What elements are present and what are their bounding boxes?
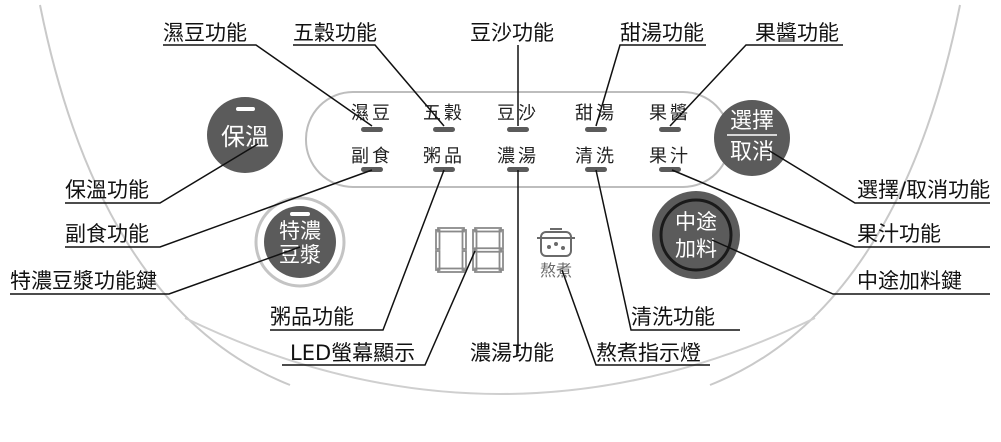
callout-side-dish: 副食功能	[65, 222, 149, 246]
callout-bean-paste: 豆沙功能	[470, 21, 554, 45]
mode-label: 果醬	[649, 103, 691, 124]
body-outline-right	[709, 4, 961, 386]
mode-indicator-light	[433, 127, 455, 132]
mode-indicator-light	[361, 167, 383, 172]
keep-warm-label: 保溫	[221, 123, 269, 151]
mode-label: 副食	[351, 146, 393, 167]
led-digit	[435, 227, 467, 273]
leader-side-dish	[65, 169, 373, 248]
led-segment	[474, 247, 502, 253]
leader-select-cancel	[767, 149, 990, 204]
mode-indicator-light	[507, 127, 529, 132]
mode-indicator-light	[585, 127, 607, 132]
callout-thick-soymilk: 特濃豆漿功能鍵	[10, 269, 157, 293]
led-segment	[474, 267, 502, 273]
leader-porridge	[270, 169, 445, 331]
callout-juice: 果汁功能	[857, 222, 941, 246]
callout-select-cancel: 選擇/取消功能	[857, 178, 990, 202]
leader-wet-bean	[163, 44, 373, 127]
callout-led: LED螢幕顯示	[290, 341, 415, 365]
callout-boil: 熬煮指示燈	[596, 341, 701, 365]
callout-labels: 濕豆功能 五穀功能 豆沙功能 甜湯功能 果醬功能 保溫功能 副食功能 特濃豆漿功…	[10, 21, 990, 365]
mode-indicator-light	[433, 167, 455, 172]
mode-indicator-light	[659, 167, 681, 172]
add-midway-button[interactable]: 中途 加料	[652, 191, 740, 279]
led-segment	[461, 229, 467, 250]
mode-label: 濕豆	[351, 103, 393, 124]
boil-indicator: 熬煮	[537, 228, 575, 280]
leader-clean	[595, 169, 740, 331]
led-segment	[498, 250, 504, 271]
mode-indicator-light	[361, 127, 383, 132]
leader-add-midway	[711, 239, 990, 295]
led-segment	[498, 229, 504, 250]
add-material-label: 加料	[675, 237, 717, 261]
led-segment	[437, 227, 465, 233]
callout-wet-bean: 濕豆功能	[163, 21, 247, 45]
boil-indicator-label: 熬煮	[540, 261, 572, 280]
keep-warm-button[interactable]: 保溫	[207, 97, 283, 173]
mode-label: 清洗	[575, 146, 617, 167]
mode-indicator-light	[659, 127, 681, 132]
callout-jam: 果醬功能	[755, 21, 839, 45]
callout-five-grain: 五穀功能	[293, 21, 377, 45]
mode-label: 粥品	[423, 146, 465, 167]
mode-label: 豆沙	[497, 103, 539, 124]
led-segment	[435, 250, 441, 271]
leader-sweet-soup	[595, 44, 706, 127]
body-outline-left	[39, 4, 291, 386]
led-digit	[472, 227, 504, 273]
leader-led	[282, 250, 476, 366]
leader-keep-warm	[65, 143, 259, 204]
leader-five-grain	[293, 44, 445, 127]
keep-warm-indicator	[236, 107, 255, 111]
mode-indicator-light	[585, 167, 607, 172]
callout-clean: 清洗功能	[631, 305, 715, 329]
thick-soymilk-indicator	[290, 212, 310, 216]
select-cancel-button[interactable]: 選擇 取消	[714, 100, 790, 176]
led-segment	[474, 227, 502, 233]
led-segment	[435, 229, 441, 250]
leader-boil	[561, 269, 710, 366]
mode-label: 果汁	[649, 146, 691, 167]
mode-label: 甜湯	[575, 103, 617, 124]
callout-porridge: 粥品功能	[270, 305, 354, 329]
mode-indicator-light	[507, 167, 529, 172]
callout-keep-warm: 保溫功能	[65, 178, 149, 202]
leader-lines	[10, 44, 990, 366]
leader-juice	[671, 169, 990, 248]
led-segment	[461, 250, 467, 271]
mode-label: 濃湯	[497, 146, 539, 167]
soymilk-label: 豆漿	[279, 243, 321, 267]
callout-sweet-soup: 甜湯功能	[620, 21, 704, 45]
led-segment	[437, 267, 465, 273]
midway-label: 中途	[675, 210, 717, 234]
thick-soymilk-button[interactable]: 特濃 豆漿	[254, 196, 346, 288]
thick-label: 特濃	[279, 219, 321, 243]
leader-thick-soymilk	[10, 246, 301, 295]
callout-add-midway: 中途加料鍵	[857, 269, 962, 293]
pot-icon	[537, 228, 575, 257]
select-label: 選擇	[730, 109, 774, 134]
leader-jam	[669, 44, 843, 127]
cancel-label: 取消	[730, 140, 774, 165]
mode-label: 五穀	[423, 103, 465, 124]
led-display	[435, 227, 504, 273]
callout-thick-soup: 濃湯功能	[470, 341, 554, 365]
body-outline-bottom	[184, 317, 816, 395]
led-segment	[472, 229, 478, 250]
